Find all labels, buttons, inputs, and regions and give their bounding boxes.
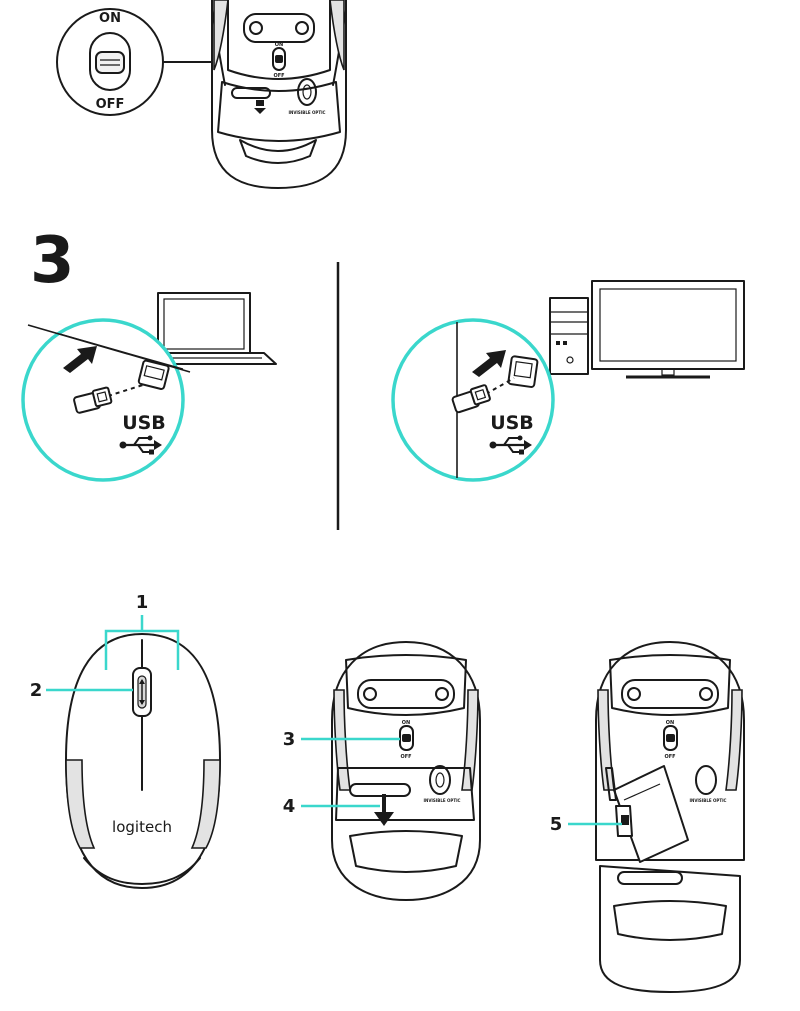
step-number: 3 [30,224,75,298]
power-switch-zoom: ON OFF [56,8,164,116]
usb-port-icon [507,355,539,388]
usb-receiver-icon [451,384,491,414]
usb-label-desktop: USB [490,412,534,434]
bottom-on-label: ON [666,720,674,726]
battery-cover [599,865,741,993]
callout-2-number: 2 [30,680,43,701]
mouse-battery-open-view: ON OFF INVISIBLE OPTIC [595,641,745,993]
mouse-bottom-view: ON OFF INVISIBLE OPTIC [331,641,481,901]
callout-3-number: 3 [283,729,296,750]
battery-icon [613,765,689,863]
desktop-illustration [549,280,745,379]
usb-zoom-laptop: USB [21,318,191,482]
switch-off-label: OFF [96,97,125,112]
bottom-off-label: OFF [400,754,411,760]
callout-1-number: 1 [136,592,149,613]
sensor-label: INVISIBLE OPTIC [424,798,461,803]
switch-on-label: ON [99,11,121,26]
usb-receiver-icon [73,386,113,414]
usb-port-icon [137,359,170,390]
bottom-off-label: OFF [273,73,284,79]
brand-logo: logitech [112,818,172,836]
bottom-on-label: ON [275,42,283,48]
sensor-label: INVISIBLE OPTIC [289,110,326,115]
usb-label-laptop: USB [122,412,166,434]
bottom-off-label: OFF [664,754,675,760]
mouse-bottom-top: ON OFF INVISIBLE OPTIC [211,0,347,189]
callout-4-number: 4 [283,796,296,817]
sensor-label: INVISIBLE OPTIC [690,798,727,803]
bottom-on-label: ON [402,720,410,726]
mouse-top-view: logitech [65,633,221,889]
callout-5-number: 5 [550,814,563,835]
usb-zoom-desktop: USB [391,318,555,482]
